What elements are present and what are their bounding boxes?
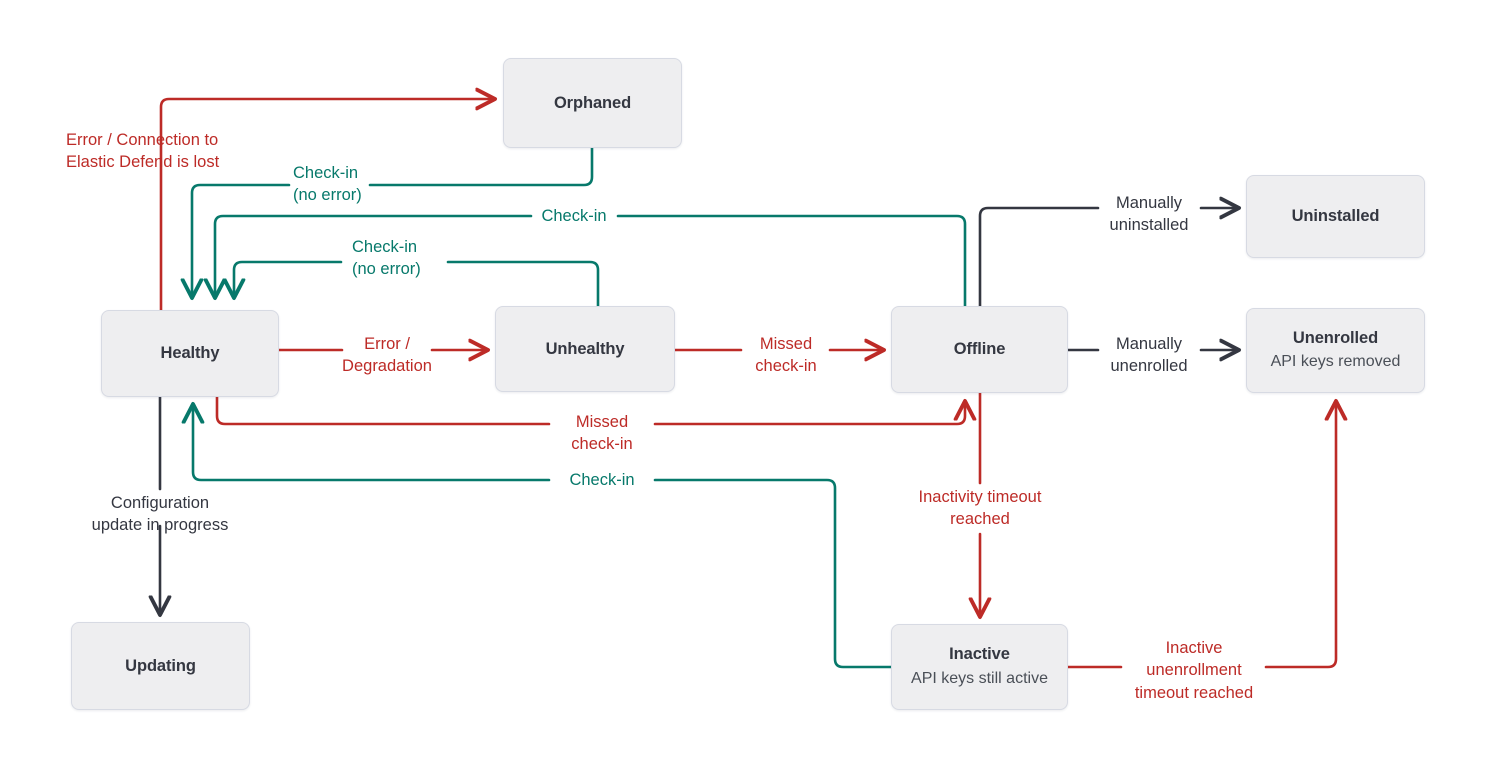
node-orphaned-title: Orphaned: [553, 93, 632, 112]
edge-label-error-degradation: Error / Degradation: [342, 335, 432, 376]
node-updating-title: Updating: [125, 656, 196, 675]
node-unhealthy-title: Unhealthy: [545, 339, 625, 358]
edge-label-checkin-no-error-mid: Check-in (no error): [352, 238, 421, 279]
edge-label-checkin-offline: Check-in: [541, 207, 607, 225]
node-uninstalled[interactable]: Uninstalled: [1246, 175, 1425, 258]
node-updating[interactable]: Updating: [71, 622, 250, 710]
edge-label-configuration-update: Configuration update in progress: [91, 494, 229, 535]
edge-inactive-to-unenrolled: [1066, 402, 1336, 669]
node-offline-title: Offline: [953, 340, 1006, 359]
node-offline[interactable]: Offline: [891, 306, 1068, 393]
node-unhealthy[interactable]: Unhealthy: [495, 306, 675, 392]
edge-label-manually-unenrolled: Manually unenrolled: [1110, 335, 1188, 376]
edge-label-manually-uninstalled: Manually uninstalled: [1109, 194, 1189, 235]
edge-offline-to-healthy: [215, 214, 967, 306]
node-orphaned[interactable]: Orphaned: [503, 58, 682, 148]
node-unenrolled-subtitle: API keys removed: [1270, 353, 1401, 371]
edge-inactive-to-healthy: [193, 405, 893, 669]
node-healthy-title: Healthy: [160, 344, 220, 363]
edge-label-checkin-inactive: Check-in: [569, 471, 635, 489]
edge-label-missed-checkin-healthy: Missed check-in: [571, 413, 633, 454]
node-healthy[interactable]: Healthy: [101, 310, 279, 397]
edge-label-error-connection-lost: Error / Connection to Elastic Defend is …: [66, 131, 220, 172]
edge-label-missed-checkin-unhealthy: Missed check-in: [755, 335, 817, 376]
edge-label-inactive-unenrollment: Inactive unenrollment timeout reached: [1134, 639, 1254, 702]
node-unenrolled-title: Unenrolled: [1292, 328, 1379, 347]
node-uninstalled-title: Uninstalled: [1291, 207, 1380, 226]
edge-label-inactivity-timeout: Inactivity timeout reached: [918, 488, 1042, 529]
node-inactive[interactable]: Inactive API keys still active: [891, 624, 1068, 710]
node-unenrolled[interactable]: Unenrolled API keys removed: [1246, 308, 1425, 393]
node-inactive-title: Inactive: [949, 645, 1010, 664]
node-inactive-subtitle: API keys still active: [911, 669, 1048, 687]
edge-label-checkin-no-error-top: Check-in (no error): [293, 164, 362, 205]
